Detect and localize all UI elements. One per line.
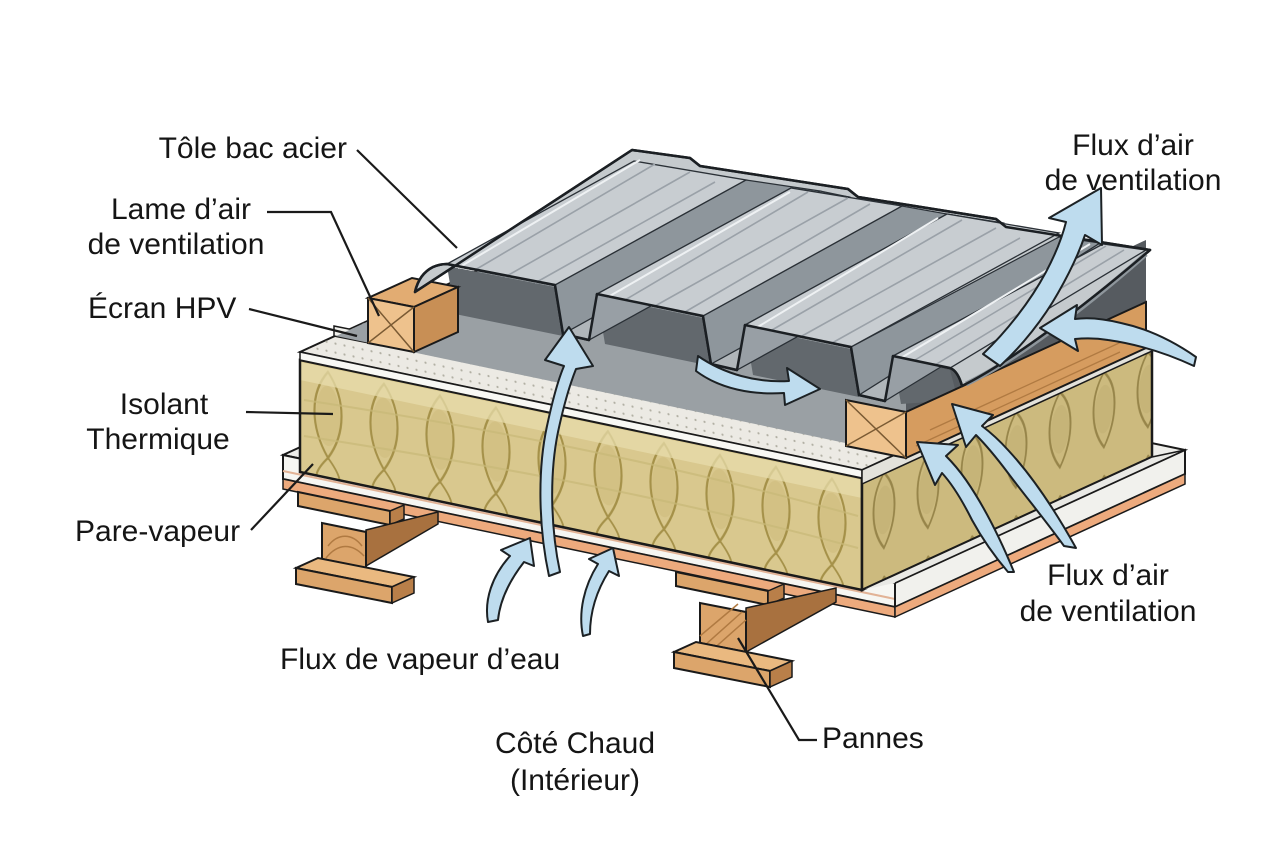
- deck-eave-salmon: [894, 472, 1186, 619]
- purlin-left: [292, 490, 439, 605]
- label-pannes: Pannes: [822, 722, 924, 755]
- eave-inlet-arrow-2: [951, 403, 1077, 549]
- sheet-streaks: [474, 163, 1125, 366]
- eave-inlet-arrow-1: [916, 441, 1015, 573]
- airflow-arrows: [486, 187, 1197, 637]
- vapor-arrow-small-left: [486, 537, 535, 623]
- connectors: [245, 149, 817, 742]
- eave-inlet-arrow-3: [1039, 304, 1197, 367]
- label-lame-dair-1: Lame d’air: [111, 193, 251, 226]
- label-cote-chaud-1: Côté Chaud: [495, 727, 655, 760]
- corrugated-steel-sheet: [413, 148, 1152, 403]
- label-isolant-2: Thermique: [86, 423, 229, 456]
- connector-pare-vapeur: [250, 463, 314, 531]
- batten-right-x-mark: [845, 399, 907, 459]
- deck-eave-top-strip: [861, 449, 1186, 591]
- label-flux-vapeur: Flux de vapeur d’eau: [280, 643, 560, 676]
- connector-isolant: [245, 410, 334, 416]
- purlin-left-grain: [325, 535, 365, 559]
- label-flux-air-top-1: Flux d’air: [1072, 129, 1194, 162]
- batten-left: [364, 276, 462, 354]
- label-tole-bac-acier: Tôle bac acier: [159, 132, 347, 165]
- label-flux-air-top-2: de ventilation: [1045, 164, 1222, 197]
- connector-tole-bac-acier: [356, 149, 458, 249]
- labels: Tôle bac acier Lame d’air de ventilation…: [75, 129, 1221, 797]
- connector-ecran-hpv: [248, 307, 358, 338]
- label-lame-dair-2: de ventilation: [88, 228, 265, 261]
- deck-front-line: [282, 470, 896, 600]
- label-ecran-hpv: Écran HPV: [88, 292, 236, 325]
- connector-pannes: [737, 637, 817, 742]
- eave-exit-arrow: [982, 187, 1103, 367]
- label-pare-vapeur: Pare-vapeur: [75, 515, 240, 548]
- label-isolant-1: Isolant: [120, 388, 209, 421]
- vapor-arrow-small-right: [580, 547, 620, 637]
- vapor-arrow-through-insulation: [539, 326, 594, 577]
- air-gap-arrow: [695, 355, 821, 406]
- label-flux-air-mid-2: de ventilation: [1020, 595, 1197, 628]
- label-flux-air-mid-1: Flux d’air: [1047, 559, 1169, 592]
- sheet-highlights: [457, 159, 1091, 359]
- label-cote-chaud-2: (Intérieur): [510, 764, 640, 797]
- connector-lame-dair: [267, 210, 380, 317]
